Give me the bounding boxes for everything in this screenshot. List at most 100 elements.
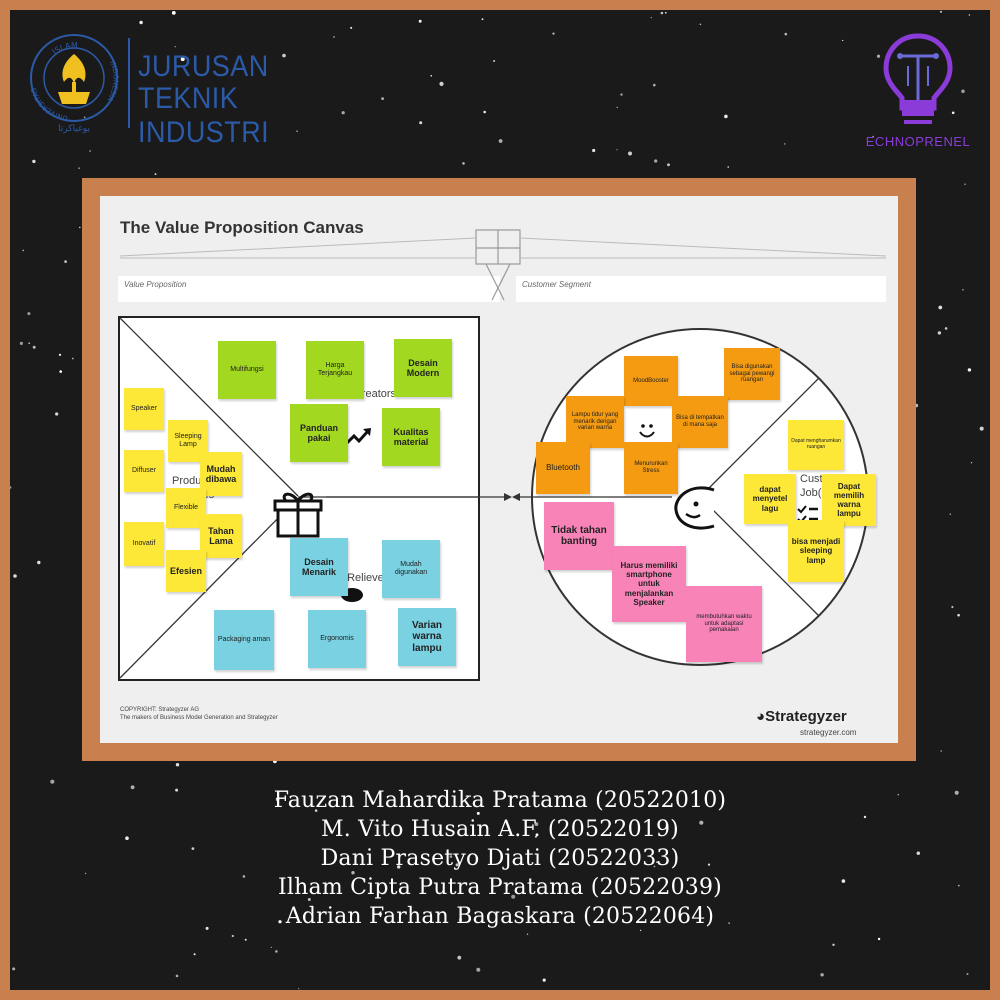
star [457,955,462,960]
note-desain-modern: Desain Modern [394,339,452,397]
star [639,929,642,932]
note-speaker: Speaker [124,388,164,430]
star [32,345,36,349]
star [616,149,618,151]
note-flexible: Flexible [166,488,206,528]
note-inovatif: Inovatif [124,522,164,566]
star [727,166,729,168]
star [962,289,964,291]
star [783,143,786,145]
star [653,83,656,87]
star [656,861,658,864]
lightbulb-icon [883,33,953,124]
star [957,884,960,887]
star [724,114,728,119]
star [64,260,67,263]
star [939,10,943,13]
note-bluetooth: Bluetooth [536,442,590,494]
logo-divider [128,38,130,128]
star [296,130,298,132]
author-list: Fauzan Mahardika Pratama (20522010) M. V… [10,786,990,931]
star [916,851,920,855]
star [944,327,948,330]
note-panduan-pakai: Panduan pakai [290,404,348,462]
star [193,953,196,956]
value-proposition-label: Value Proposition [118,276,500,302]
star [350,26,353,29]
seal-caption: يوغياكرتا [58,124,90,134]
star [620,93,623,96]
star [664,11,667,14]
note-memilih-warna-lampu: Dapat memilih warna lampu [822,474,876,526]
star [32,159,36,164]
star [957,613,960,617]
strategyzer-logo: ◕Strategyzer [756,708,847,725]
star [439,81,444,86]
star [180,57,185,62]
star [951,111,955,115]
note-moodbooster: MoodBooster [624,356,678,406]
star [278,920,282,924]
star [298,988,300,990]
star [307,898,311,901]
star [275,797,280,801]
star [341,111,345,115]
note-harga-terjangkau: Harga Terjangkau [306,341,364,399]
star [653,865,656,868]
svg-text:UNIVERSITAS: UNIVERSITAS [29,86,68,122]
customer-segment-label: Customer Segment [516,276,886,302]
star [175,974,179,978]
star [351,871,355,875]
star [282,53,286,58]
note-tahan-lama: Tahan Lama [200,514,242,558]
star [552,32,555,35]
brand-logo: ECHNOPRENEL [856,30,980,150]
star [10,486,12,489]
star [333,36,335,38]
department-line2: TEKNIK INDUSTRI [138,82,270,149]
note-kualitas-material: Kualitas material [382,408,440,466]
note-menurunkan-stress: Menurunkan Stress [624,442,678,494]
star [938,305,943,310]
star [55,412,59,416]
star [660,11,664,15]
star [967,368,972,372]
star [481,18,484,21]
note-diffuser: Diffuser [124,450,164,492]
star [381,97,384,100]
note-desain-menarik: Desain Menarik [290,538,348,596]
poster: ISLAM UNIVERSITAS INDONESIA يوغياكرتا JU… [10,10,990,990]
star [526,933,529,935]
note-mengharumkan-ruangan: Dapat mengharumkan ruangan [788,420,844,470]
star [130,785,135,790]
star [270,946,272,948]
star [667,163,670,167]
star [58,353,62,356]
author-3: Dani Prasetyo Djati (20522033) [320,846,680,871]
star [378,912,382,916]
note-ditempatkan: Bisa di tempatkan di mana saja [672,396,728,448]
seal-ring-left: UNIVERSITAS [29,86,68,122]
note-varian-warna-lampu: Varian warna lampu [398,608,456,666]
star [89,150,91,152]
star [841,879,846,883]
star [949,513,951,515]
strategyzer-icon: ◕ [756,708,766,725]
star [483,110,487,114]
star [83,116,86,119]
star [37,560,41,565]
star [455,863,459,867]
star [672,919,675,922]
star [314,809,318,812]
star [863,815,867,819]
star [78,167,80,169]
star [430,911,432,914]
star [191,847,195,850]
copyright-line1: COPYRIGHT: Strategyzer AG [120,707,200,713]
note-efesien: Efesien [166,550,206,592]
star [832,943,835,946]
chart-up-icon [344,428,371,446]
note-mudah-dibawa: Mudah dibawa [200,452,242,496]
star [205,926,209,930]
star [22,249,24,252]
